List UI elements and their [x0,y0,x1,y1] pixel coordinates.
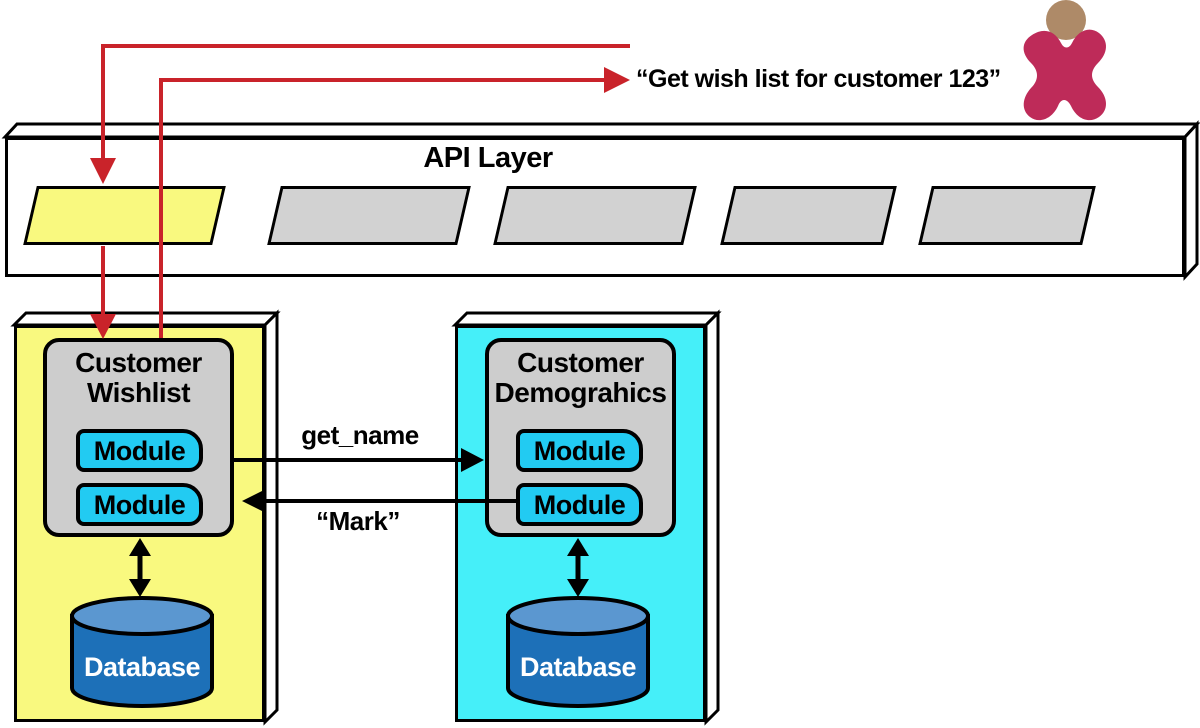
api-layer-top-face [1,122,1200,139]
mark-arrow-label: “Mark” [316,506,400,536]
demographics-box-top-face [451,311,722,327]
demographics-database-label: Database [519,652,637,682]
demographics-module-1: Module [516,429,643,472]
module-label: Module [533,436,626,466]
demographics-module-2: Module [516,483,643,526]
api-endpoint-wishlist-highlighted [23,186,226,245]
wishlist-box-top-face [10,311,281,327]
title-line-1: Customer [75,347,202,378]
api-endpoint-4 [720,186,897,245]
title-line-2: Demograhics [494,377,667,408]
wishlist-module-1: Module [76,429,203,472]
user-request-message: “Get wish list for customer 123” [636,65,1001,93]
service-customer-wishlist-title: Customer Wishlist [43,348,234,408]
get-name-arrow-label: get_name [301,420,419,450]
api-endpoint-5 [918,186,1096,245]
module-label: Module [533,490,626,520]
api-endpoint-2 [267,186,471,245]
module-label: Module [93,490,186,520]
api-layer-side-face [1183,120,1199,281]
wishlist-module-2: Module [76,483,203,526]
api-endpoint-3 [493,186,697,245]
get-name-arrow [234,448,484,472]
title-line-2: Wishlist [86,377,191,408]
title-line-1: Customer [517,347,644,378]
demographics-box-side-face [704,309,720,726]
wishlist-database-label: Database [83,652,201,682]
service-customer-demographics-title: Customer Demograhics [485,348,676,408]
api-layer-title: API Layer [423,142,553,174]
module-label: Module [93,436,186,466]
user-person-icon [1023,0,1107,121]
